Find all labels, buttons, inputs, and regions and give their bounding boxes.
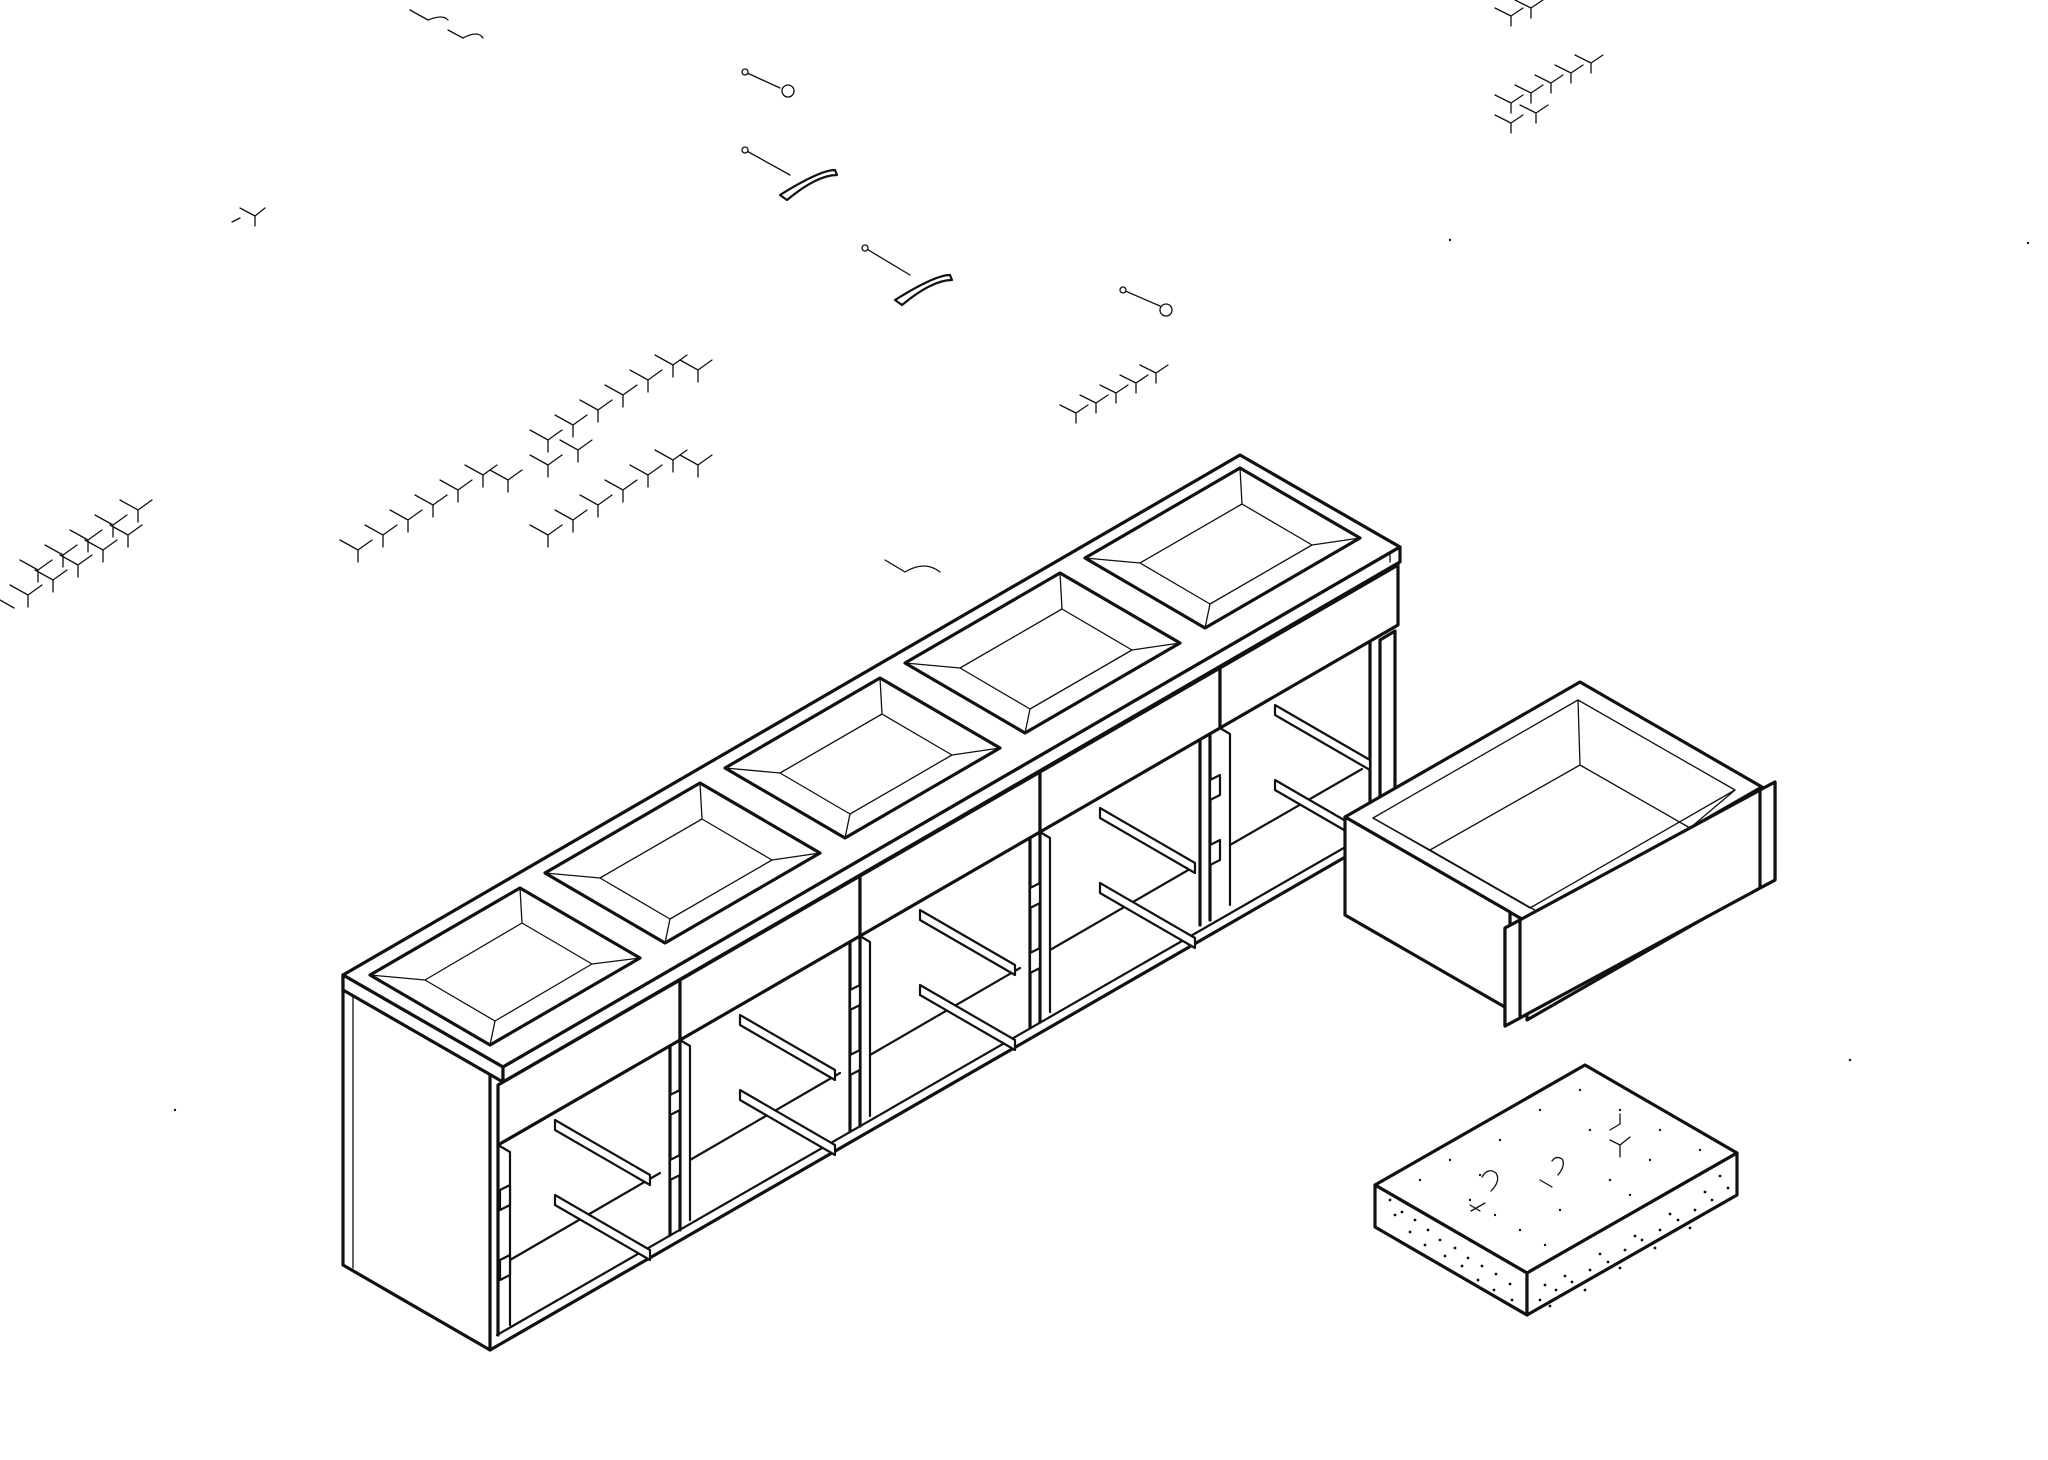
sink-bowl: [368, 886, 642, 1047]
sink-bowl: [543, 781, 822, 945]
cabinet-base-rail: [488, 835, 1382, 1352]
sink-bowl: [1083, 466, 1362, 630]
door-panels: [496, 563, 1400, 1147]
floating-hardware: [0, 0, 2030, 1112]
sink-bowl: [903, 571, 1182, 735]
connector-cluster-icon: [529, 354, 713, 478]
sink-bowl: [723, 676, 1002, 840]
handle-pull-icon: [409, 9, 484, 39]
connector-cluster-icon: [339, 464, 523, 563]
handle-pull-icon: [884, 559, 941, 573]
connector-cluster-icon: [0, 499, 153, 609]
connector-cluster-icon: [1059, 364, 1169, 424]
connector-cluster-icon: [231, 207, 266, 227]
pin-screw-icon: [1119, 286, 1173, 317]
connector-cluster-icon: [529, 449, 713, 548]
drawer-box: [1343, 680, 1777, 1028]
pin-screw-icon: [741, 68, 795, 98]
handle-pull-icon: [741, 146, 839, 202]
stone-slab: [1373, 1063, 1739, 1317]
drawer-slides: [498, 703, 1372, 1282]
handle-pull-icon: [861, 244, 954, 307]
stray-specks: [173, 238, 2030, 1112]
slab-hardware-icons: [1469, 1113, 1631, 1212]
sink-bowls: [368, 466, 1362, 1047]
connector-cluster-icon: [1494, 0, 1604, 134]
stipple-texture: [1388, 1088, 1730, 1308]
cabinet-dividers: [496, 640, 1372, 1337]
cabinet-unit: [341, 453, 1402, 1352]
cabinet-bays: [496, 726, 1364, 1327]
